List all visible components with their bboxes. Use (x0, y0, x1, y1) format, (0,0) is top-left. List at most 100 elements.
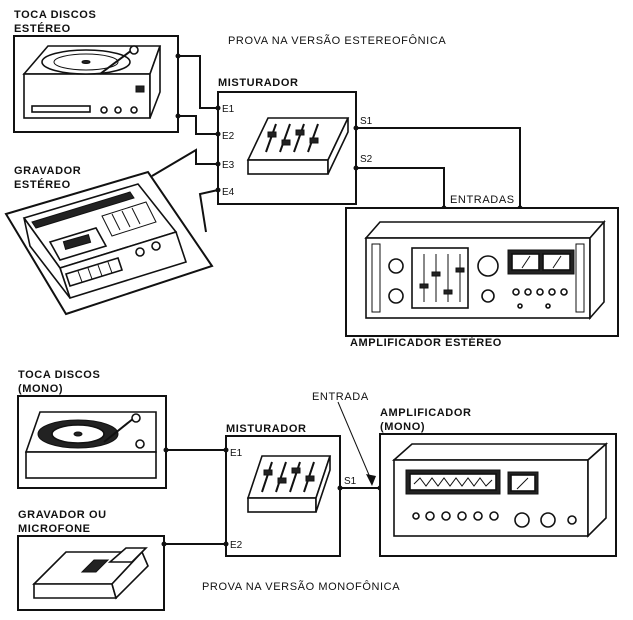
stereo-amplifier-btn-5 (560, 288, 568, 296)
jack-s2 (353, 165, 359, 171)
stereo-mixer-s2: S2 (360, 154, 373, 165)
wire-recorder-e3 (151, 148, 218, 177)
mono-amplifier-dial-scale (413, 477, 493, 487)
mono-mixer-knob-1 (263, 469, 273, 476)
stereo-mixer-e1: E1 (222, 104, 235, 115)
stereo-turntable-groove (53, 53, 119, 71)
stereo-amplifier-btn-2 (524, 288, 532, 296)
stereo-amplifier-volume-knob (477, 255, 499, 277)
mono-mixer-title: MISTURADOR (226, 423, 307, 435)
stereo-mixer-slider-2 (279, 123, 291, 153)
stereo-mixer-slider-3 (293, 123, 305, 153)
mono-mixer-knob-2 (277, 477, 287, 484)
stereo-turntable-display (31, 105, 91, 113)
mono-amplifier-knob-1 (514, 512, 530, 528)
mono-mixer-slider-2 (275, 461, 287, 493)
stereo-inputs-label: ENTRADAS (450, 194, 515, 206)
stereo-turntable-label-1: TOCA DISCOS (14, 9, 96, 21)
stereo-mixer-slider-1 (265, 123, 277, 153)
stereo-recorder-slider-3 (131, 207, 141, 225)
stereo-amplifier-eq-cap-2 (431, 271, 441, 277)
mono-title: PROVA NA VERSÃO MONOFÔNICA (202, 580, 400, 593)
jack-mono-e1 (223, 447, 229, 453)
stereo-recorder-keys (64, 257, 124, 287)
mono-amplifier-knob-3 (567, 515, 577, 525)
stereo-mixer-knob-1 (267, 131, 277, 138)
jack-mono-2 (161, 541, 167, 547)
mono-input-pointer (337, 401, 373, 483)
mono-amplifier-meter-needle (516, 477, 529, 490)
mono-amplifier-label-1: AMPLIFICADOR (380, 407, 472, 419)
mono-mixer (225, 435, 341, 557)
stereo-turntable-side (149, 45, 161, 119)
stereo-mixer (217, 91, 357, 205)
mono-amplifier-top (391, 443, 609, 461)
mono-input-label: ENTRADA (312, 391, 369, 403)
mono-turntable-label-1: TOCA DISCOS (18, 369, 100, 381)
stereo-amplifier-label: AMPLIFICADOR ESTÉREO (350, 336, 502, 349)
mono-recorder-keys (107, 547, 148, 563)
wire-turntable-e1 (178, 55, 218, 109)
stereo-recorder (4, 170, 214, 316)
stereo-turntable-knob-1 (100, 106, 108, 114)
stereo-recorder-key-4 (107, 261, 113, 274)
mono-mixer-e1: E1 (230, 448, 243, 459)
stereo-wiring (151, 53, 523, 233)
mono-amplifier-label-2: (MONO) (380, 421, 425, 433)
mono-turntable-knob (135, 439, 145, 449)
mono-turntable-front (25, 451, 157, 479)
mono-mixer-knob-3 (291, 467, 301, 474)
mono-amplifier-btn-2 (425, 511, 435, 521)
wire-recorder-e4 (198, 189, 219, 233)
mono-amplifier-knob-2 (540, 512, 556, 528)
wire-s2-amp (356, 167, 445, 208)
stereo-turntable-knob-3 (130, 106, 138, 114)
stereo-turntable-tonearm (99, 49, 133, 75)
mono-amplifier-side (587, 442, 607, 538)
stereo-mixer-front (247, 159, 329, 175)
mono-mixer-front (247, 497, 317, 513)
stereo-recorder-side (23, 217, 71, 299)
mono-mixer-e2: E2 (230, 540, 243, 551)
mono-amplifier-btn-6 (489, 511, 499, 521)
stereo-turntable-knob-2 (114, 106, 122, 114)
mono-input-arrowhead (366, 474, 376, 486)
jack-mono-1 (163, 447, 169, 453)
stereo-amplifier-eq-panel (411, 247, 469, 309)
mono-source2-label-1: GRAVADOR OU (18, 509, 107, 521)
jack-e1 (215, 105, 221, 111)
mono-amplifier-btn-1 (412, 512, 420, 520)
mono-source2-label-2: MICROFONE (18, 523, 91, 535)
stereo-recorder-label-1: GRAVADOR (14, 165, 81, 177)
stereo-amplifier (345, 207, 619, 337)
mono-turntable-label-2: (MONO) (18, 383, 63, 395)
mono-recorder (17, 535, 165, 611)
stereo-recorder-panel-strip (31, 191, 135, 229)
stereo-amplifier-top (364, 221, 606, 239)
jack-s1 (353, 125, 359, 131)
mono-amplifier (379, 433, 617, 557)
stereo-mixer-knob-2 (281, 139, 291, 146)
stereo-amplifier-vu-needle-right (552, 255, 562, 269)
stereo-recorder-label-2: ESTÉREO (14, 178, 71, 191)
mono-recorder-front (33, 583, 118, 599)
mono-amplifier-btn-5 (473, 511, 483, 521)
stereo-amplifier-btn-3 (536, 288, 544, 296)
stereo-recorder-key-3 (97, 264, 103, 277)
mono-wiring (161, 401, 383, 547)
jack-mono-e2 (223, 541, 229, 547)
stereo-recorder-cassette-window (62, 233, 92, 251)
mono-amplifier-btn-4 (457, 511, 467, 521)
mono-amplifier-btn-3 (441, 511, 451, 521)
stereo-mixer-e4: E4 (222, 187, 235, 198)
jack-2 (175, 113, 181, 119)
stereo-turntable-switch (135, 85, 145, 93)
stereo-amplifier-handle-right (575, 243, 585, 313)
mono-turntable-tonearm (103, 417, 135, 443)
mono-mixer-knob-4 (305, 475, 315, 482)
jack-mono-s1 (337, 485, 343, 491)
stereo-recorder-meter-area (101, 201, 157, 237)
stereo-amplifier-eq-cap-1 (419, 283, 429, 289)
